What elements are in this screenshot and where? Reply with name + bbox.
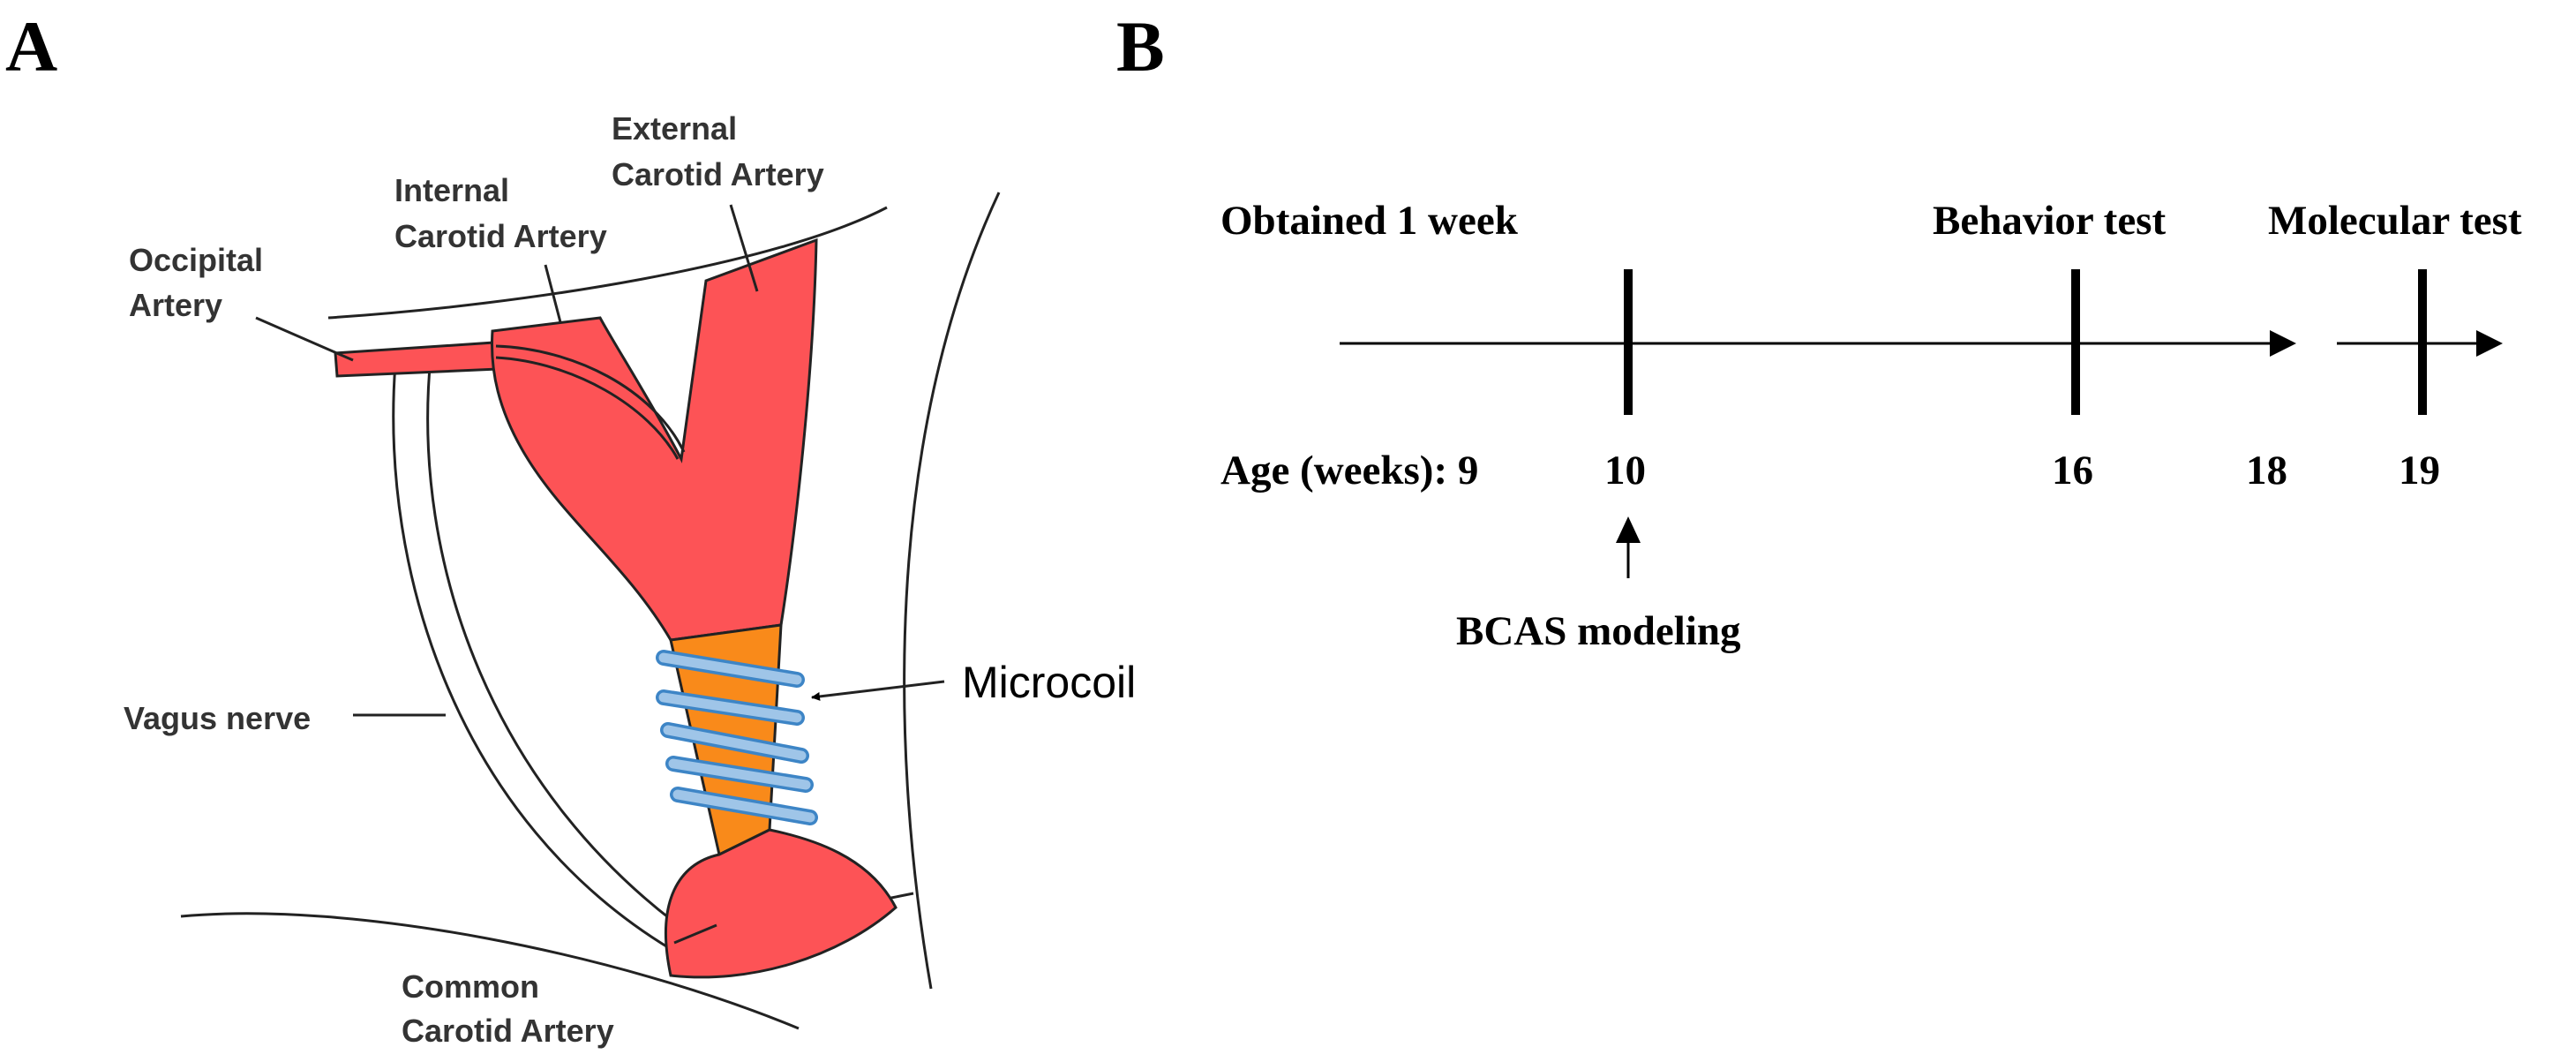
microcoil-turn [668, 758, 811, 790]
microcoil-turn [672, 789, 815, 823]
age-axis-label: Age (weeks): 9 [1220, 448, 1478, 493]
internal-carotid-label: Carotid Artery [394, 218, 607, 254]
behavior-event-label: Behavior test [1933, 198, 2166, 244]
bcas-modeling-label: BCAS modeling [1456, 608, 1741, 654]
timeline-arrowhead [2476, 330, 2503, 357]
timeline-ticks [1624, 269, 2427, 415]
common-carotid-label: Carotid Artery [402, 1013, 614, 1049]
external-carotid-label: External [612, 110, 737, 147]
leader-lines [255, 204, 759, 945]
microcoil [656, 650, 818, 825]
age-tick-label: 18 [2246, 448, 2287, 493]
occipital-artery-label: Artery [129, 287, 222, 323]
external-carotid-label: Carotid Artery [612, 156, 824, 192]
molecular-event-label: Molecular test [2268, 198, 2522, 244]
vagus-nerve [392, 357, 694, 951]
timeline-arrowhead [2270, 330, 2296, 357]
common-carotid-artery [664, 828, 897, 979]
occipital-artery [334, 341, 500, 378]
microcoil-label: Microcoil [962, 658, 1136, 707]
bcas-arrowhead [1616, 516, 1641, 543]
age-tick-label: 10 [1604, 448, 1646, 493]
background-tissue-lines [180, 192, 1001, 1030]
panel-a: A [5, 6, 1136, 1049]
age-tick-label: 19 [2399, 448, 2440, 493]
age-tick-label: 16 [2052, 448, 2093, 493]
occipital-branch-lines [495, 344, 686, 460]
microcoil-turn [658, 692, 802, 723]
panel-b: B Obtained 1 week Behavior test Molecula… [1116, 6, 2522, 654]
microcoil-pointer [811, 680, 945, 701]
vagus-nerve-label: Vagus nerve [124, 700, 311, 736]
panel-b-label: B [1116, 6, 1165, 87]
carotid-artery-body [491, 237, 818, 642]
obtained-event-label: Obtained 1 week [1220, 198, 1519, 244]
panel-a-label: A [5, 6, 57, 87]
internal-carotid-label: Internal [394, 172, 509, 208]
common-carotid-label: Common [402, 968, 539, 1005]
microcoil-turn [658, 652, 802, 685]
microcoil-turn [663, 725, 807, 761]
occipital-artery-label: Occipital [129, 242, 263, 278]
